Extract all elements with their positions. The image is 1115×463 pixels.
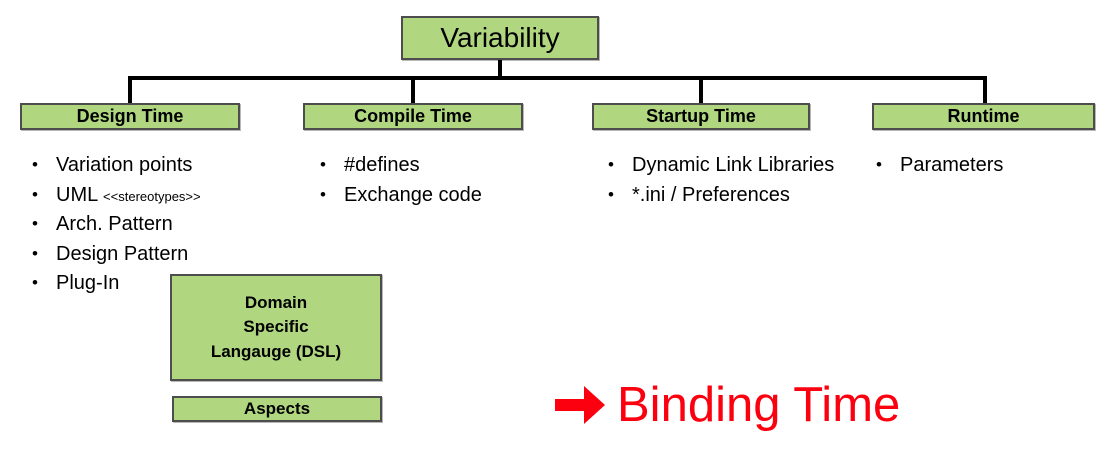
binding-time-callout: Binding Time [551, 379, 900, 431]
list-item-label: Exchange code [344, 183, 482, 206]
node-runtime: Runtime [872, 103, 1095, 130]
list-item-label: Variation points [56, 154, 193, 176]
connector-drop-design-time [128, 76, 132, 105]
bullet-icon: • [32, 184, 38, 204]
list-item: • *.ini / Preferences [608, 182, 858, 210]
list-item: • Plug-In [32, 270, 282, 298]
bullet-icon: • [32, 243, 38, 263]
list-item: • UML <<stereotypes>> [32, 182, 282, 210]
bullet-list-runtime: • Parameters [876, 152, 1106, 182]
bullet-icon: • [608, 155, 614, 174]
right-arrow-icon [555, 386, 605, 424]
connector-drop-startup-time [699, 76, 703, 105]
bullet-icon: • [32, 155, 38, 174]
list-item-label: *.ini / Preferences [632, 183, 790, 206]
node-aspects-label: Aspects [243, 399, 311, 418]
list-item-label: Design Pattern [56, 242, 189, 265]
node-variability: Variability [401, 16, 599, 60]
node-aspects: Aspects [172, 396, 382, 422]
list-item-label: UML <<stereotypes>> [56, 182, 282, 210]
bullet-icon: • [320, 155, 326, 174]
list-item-text: UML [56, 183, 104, 206]
list-item: • Parameters [876, 152, 1106, 180]
bullet-icon: • [32, 273, 38, 293]
node-runtime-label: Runtime [947, 106, 1020, 126]
list-item-label: #defines [344, 154, 420, 176]
list-item: • Exchange code [320, 182, 550, 210]
connector-root-stem [498, 60, 502, 79]
bullet-icon: • [876, 155, 882, 174]
node-design-time-label: Design Time [76, 106, 184, 126]
list-item-label: Plug-In [56, 272, 120, 295]
list-item-label: Parameters [900, 154, 1004, 176]
node-startup-time: Startup Time [592, 103, 810, 130]
bullet-icon: • [608, 184, 614, 204]
node-design-time: Design Time [20, 103, 240, 130]
connector-drop-compile-time [411, 76, 415, 105]
list-item-label: Dynamic Link Libraries [632, 154, 835, 176]
list-item: • Arch. Pattern [32, 211, 282, 239]
list-item-note: <<stereotypes>> [103, 188, 201, 204]
bullet-icon: • [320, 184, 326, 204]
dsl-line-3: Langauge (DSL) [210, 341, 342, 361]
node-compile-time-label: Compile Time [354, 106, 472, 126]
list-item: • Variation points [32, 152, 282, 180]
connector-drop-runtime [983, 76, 987, 105]
bullet-list-compile-time: • #defines • Exchange code [320, 152, 550, 211]
binding-time-label: Binding Time [617, 377, 901, 432]
node-startup-time-label: Startup Time [646, 106, 756, 126]
list-item: • #defines [320, 152, 550, 180]
node-domain-specific-language: Domain Specific Langauge (DSL) [170, 274, 382, 381]
list-item-label: Arch. Pattern [56, 213, 173, 236]
dsl-line-2: Specific [243, 317, 309, 337]
node-compile-time: Compile Time [303, 103, 523, 130]
node-variability-label: Variability [440, 22, 560, 53]
connector-horizontal-bar [128, 76, 987, 80]
bullet-icon: • [32, 214, 38, 234]
bullet-list-startup-time: • Dynamic Link Libraries • *.ini / Prefe… [608, 152, 858, 211]
list-item: • Design Pattern [32, 241, 282, 269]
list-item: • Dynamic Link Libraries [608, 152, 858, 180]
dsl-line-1: Domain [244, 292, 308, 312]
bullet-list-design-time: • Variation points • UML <<stereotypes>>… [32, 152, 282, 300]
